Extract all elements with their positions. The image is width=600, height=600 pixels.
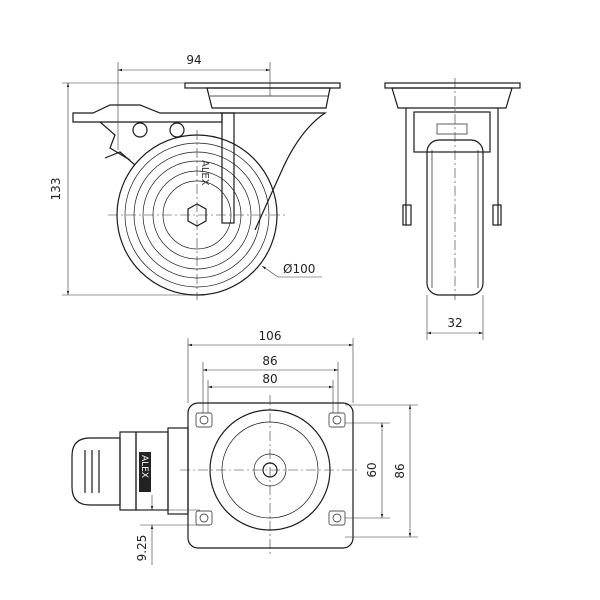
dimension-9-25: 9.25 xyxy=(135,495,200,565)
dimension-86-vertical: 86 xyxy=(345,404,418,538)
top-plate xyxy=(184,82,341,109)
dimension-60: 60 xyxy=(345,422,390,519)
dimension-94: 94 xyxy=(117,53,271,150)
fork xyxy=(220,112,327,231)
dim-106-label: 106 xyxy=(259,329,282,343)
brake-lever xyxy=(72,104,223,166)
dim-86-horizontal-label: 86 xyxy=(262,354,277,368)
dim-94-label: 94 xyxy=(186,53,201,67)
dimension-133: 133 xyxy=(49,82,197,296)
dimension-diameter: Ø100 xyxy=(261,262,322,278)
dim-diameter-label: Ø100 xyxy=(283,262,315,276)
fork-logo: ALEX xyxy=(199,160,210,186)
dim-86-vertical-label: 86 xyxy=(393,463,407,478)
dim-9-25-label: 9.25 xyxy=(135,535,149,562)
brake-logo-text: ALEX xyxy=(139,455,149,478)
bolt-holes xyxy=(195,412,346,526)
side-view: ALEX 94 133 Ø100 xyxy=(49,53,341,300)
dim-80-label: 80 xyxy=(262,372,277,386)
dimension-86-horizontal: 86 xyxy=(202,354,339,413)
dimension-106: 106 xyxy=(187,329,354,403)
front-view: 32 xyxy=(384,78,521,340)
wheel-side: ALEX xyxy=(108,130,288,300)
bottom-view: ALEX 106 86 80 60 xyxy=(71,329,418,565)
mounting-plate xyxy=(187,402,354,549)
dimension-32: 32 xyxy=(426,295,484,340)
brake-pedal: ALEX xyxy=(71,427,189,515)
brake-logo xyxy=(139,452,151,492)
dim-60-label: 60 xyxy=(365,462,379,477)
dimension-80: 80 xyxy=(207,372,334,413)
dim-133-label: 133 xyxy=(49,178,63,201)
dim-32-label: 32 xyxy=(447,316,462,330)
